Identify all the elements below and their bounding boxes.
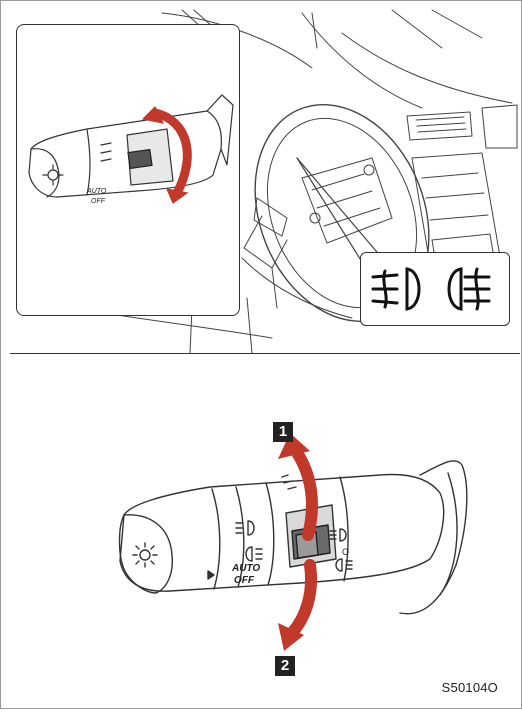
rotate-down-arrow: [278, 559, 317, 651]
lever-detail-illustration: AUTO OFF O: [0, 355, 522, 709]
off-label: OFF: [234, 575, 255, 586]
rotate-up-arrow: [278, 433, 318, 541]
auto-label: AUTO: [231, 563, 260, 574]
lever-closeup-inset: AUTO OFF: [16, 24, 240, 316]
headlight-icon: [132, 542, 158, 568]
fog-light-icons: [371, 267, 491, 311]
step-2-badge: 2: [275, 656, 295, 676]
step-1-badge: 1: [273, 422, 293, 442]
figure-code: S50104O: [441, 680, 498, 695]
lever-detail-drawing: AUTO OFF O: [118, 433, 468, 651]
lever-rear-fog-icon: [335, 558, 353, 572]
low-beam-icon: [245, 546, 263, 562]
inset-headlight-icon: [47, 169, 59, 181]
inset-off-label: OFF: [91, 198, 106, 205]
fog-on-label: O: [342, 547, 349, 557]
lever-closeup-drawing: AUTO OFF: [28, 94, 234, 205]
front-fog-light-icon: [371, 267, 421, 311]
inset-auto-label: AUTO: [86, 188, 107, 195]
parking-light-icon: [235, 520, 255, 536]
rear-fog-light-icon: [447, 267, 491, 311]
lever-front-fog-icon: [329, 528, 347, 542]
fog-light-icons-callout: [360, 252, 510, 326]
section-divider: [10, 353, 520, 354]
